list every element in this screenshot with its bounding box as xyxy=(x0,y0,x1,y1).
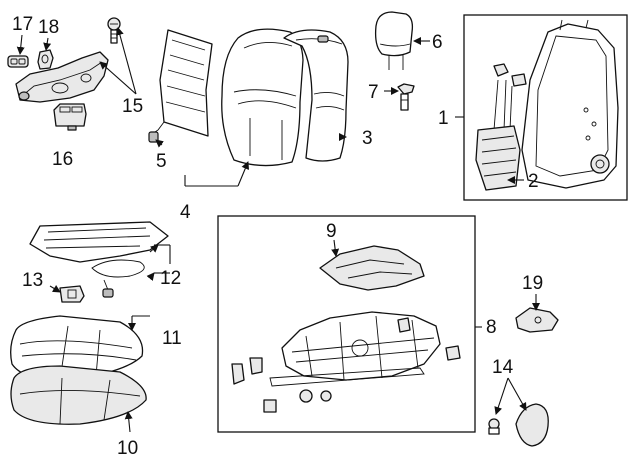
part-8-seat-track[interactable] xyxy=(269,311,441,387)
part-12-seat-heater[interactable] xyxy=(29,221,169,298)
callout-4: 4 xyxy=(180,202,191,223)
callout-17: 17 xyxy=(12,14,33,35)
callout-5: 5 xyxy=(156,151,167,172)
part-4-seatback-pad[interactable] xyxy=(221,28,304,167)
callout-11: 11 xyxy=(162,328,182,349)
part-1-clip-a[interactable] xyxy=(493,63,509,77)
part-6-headrest[interactable] xyxy=(374,11,414,70)
part-1-clip-b[interactable] xyxy=(511,73,527,87)
part-10-seat-cushion-pad[interactable] xyxy=(10,365,147,425)
part-8-bracket-b[interactable] xyxy=(249,357,263,375)
part-8-bracket-d[interactable] xyxy=(299,389,313,403)
part-5-seatback-heater-panel[interactable] xyxy=(148,29,213,143)
seat-track-group-box xyxy=(217,215,476,433)
part-14-bolt[interactable] xyxy=(488,418,500,435)
part-18-knob[interactable] xyxy=(37,49,54,70)
callout-2: 2 xyxy=(528,171,539,192)
part-8-bracket-f[interactable] xyxy=(397,317,411,333)
callout-19: 19 xyxy=(522,273,543,294)
callout-10: 10 xyxy=(117,438,138,459)
callout-8: 8 xyxy=(486,317,497,338)
callout-16: 16 xyxy=(52,149,73,170)
part-15-screw[interactable] xyxy=(107,17,121,44)
leader-lines xyxy=(16,27,540,433)
part-16-switch[interactable] xyxy=(53,103,87,131)
part-15-side-shield[interactable] xyxy=(15,51,109,103)
callout-18: 18 xyxy=(38,17,59,38)
part-8-bracket-a[interactable] xyxy=(231,363,245,385)
callout-6: 6 xyxy=(432,32,443,53)
part-14-cover[interactable] xyxy=(515,403,549,447)
callout-13: 13 xyxy=(22,270,43,291)
part-8-bracket-g[interactable] xyxy=(445,345,461,361)
part-1-seatback-frame[interactable] xyxy=(521,19,619,189)
part-17-switch-knob[interactable] xyxy=(7,55,29,68)
callout-12: 12 xyxy=(160,268,181,289)
callout-9: 9 xyxy=(326,221,337,242)
callout-labels: 17 18 15 16 5 4 3 6 7 1 2 9 8 12 13 11 1… xyxy=(12,14,543,459)
part-7-headrest-guide[interactable] xyxy=(397,83,415,111)
callout-14: 14 xyxy=(492,357,514,378)
part-8-bracket-e[interactable] xyxy=(320,390,332,402)
callout-15: 15 xyxy=(122,96,143,117)
part-2-lumbar-support[interactable] xyxy=(475,79,521,191)
callout-7: 7 xyxy=(368,82,379,103)
part-11-seat-cushion-cover[interactable] xyxy=(10,315,144,381)
part-8-bracket-c[interactable] xyxy=(263,399,277,413)
callout-1: 1 xyxy=(438,108,449,129)
part-13-heater-switch[interactable] xyxy=(59,285,85,303)
part-9-cushion-frame[interactable] xyxy=(319,245,425,291)
seatback-frame-group-box xyxy=(463,14,628,201)
callout-3: 3 xyxy=(362,128,373,149)
part-19-bracket[interactable] xyxy=(515,307,559,333)
